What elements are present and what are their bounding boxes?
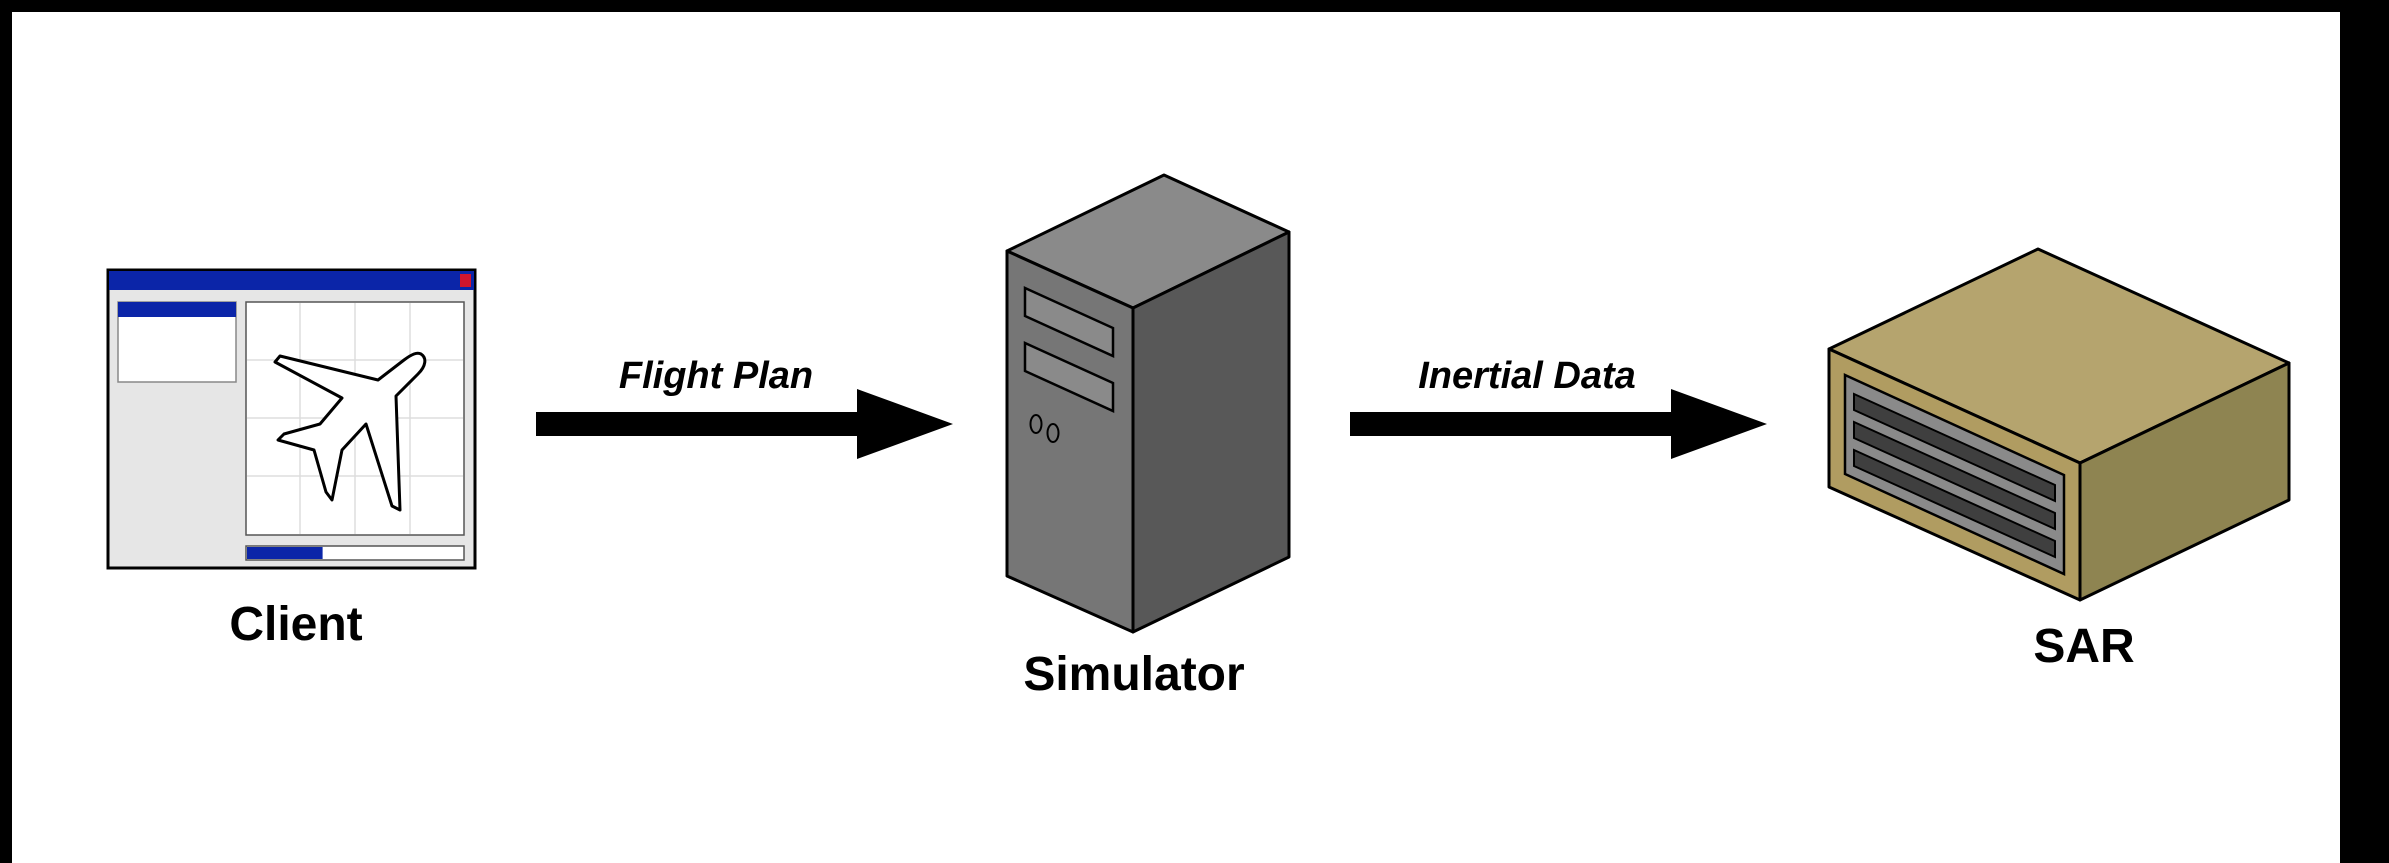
client-window-icon [106,268,477,570]
server-reset-button [1046,423,1060,443]
sar-slot [1853,448,2056,559]
server-power-button [1029,414,1043,434]
airplane-icon [273,351,427,512]
server-tower-icon [1005,173,1291,634]
sar-label: SAR [2033,620,2134,673]
window-list-selected-item [118,302,236,317]
server-drive-bay [1023,341,1115,413]
sar-slot [1853,420,2056,531]
arrow-right-icon [1350,389,1767,459]
arrow-right-icon [536,389,953,459]
sar-slot [1853,392,2056,503]
client-node: Client [106,268,477,651]
simulator-node: Simulator [1005,173,1291,701]
rack-unit-icon [1827,247,2291,602]
window-progress-fill [247,547,323,559]
edge-label-inertial-data: Inertial Data [1418,355,1636,397]
window-titlebar [109,271,474,290]
simulator-label: Simulator [1023,648,1244,701]
edge-simulator-to-sar: Inertial Data [1350,355,1767,459]
server-drive-bay [1023,286,1115,358]
sar-node: SAR [1827,247,2291,673]
window-close-icon [460,274,471,287]
client-label: Client [229,598,362,651]
edge-client-to-simulator: Flight Plan [536,355,953,459]
edge-label-flight-plan: Flight Plan [619,355,813,397]
